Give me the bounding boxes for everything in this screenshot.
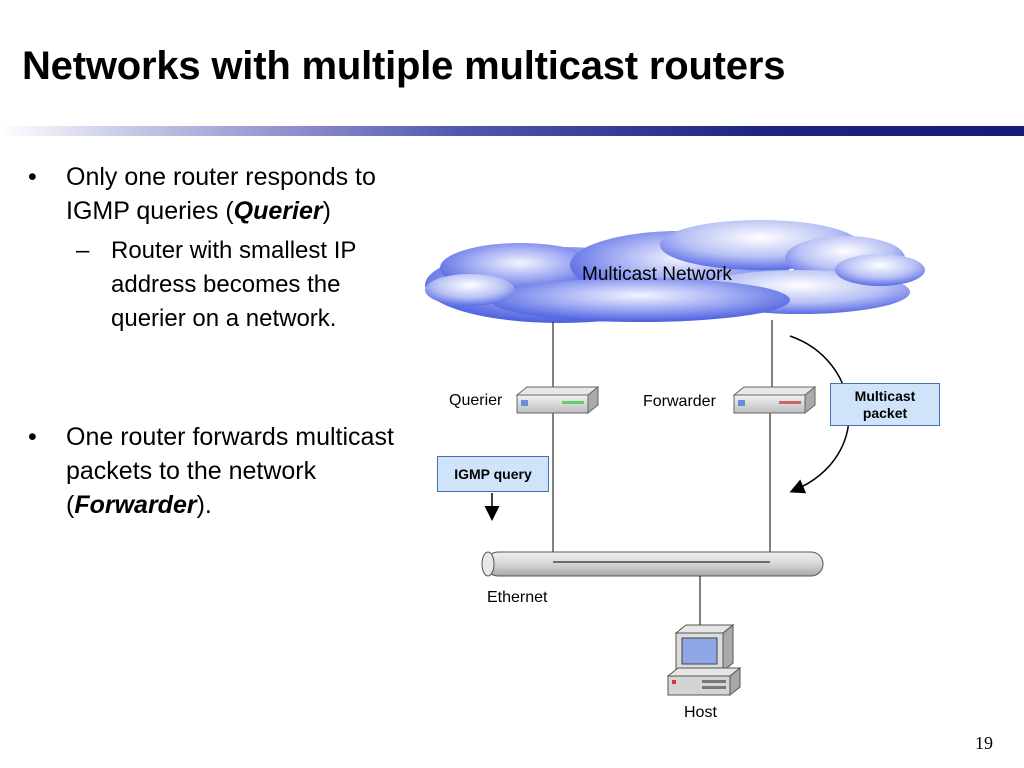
cloud-label: Multicast Network [582,264,732,285]
multicast-packet-line1: Multicast [854,387,916,404]
sub-bullet-text: Router with smallest IP address becomes … [111,237,356,332]
ethernet-label: Ethernet [487,589,548,606]
forwarder-term: Forwarder [74,491,197,519]
host-computer-icon [666,623,742,697]
bullet-querier-text: Only one router responds to IGMP queries… [66,163,376,225]
bullet-dot: • [28,423,37,451]
querier-router-icon [515,385,600,415]
forwarder-label: Forwarder [643,393,716,410]
ethernet-bus [481,551,824,577]
querier-term: Querier [233,197,323,225]
forwarder-router-icon [732,385,817,415]
multicast-packet-box: Multicast packet [830,383,940,426]
title-divider [0,126,1024,136]
bullet-forwarder-text: One router forwards multicast packets to… [66,423,394,519]
igmp-query-box: IGMP query [437,456,549,492]
bullet-querier-suffix: ) [322,197,331,225]
host-label: Host [684,704,717,721]
bullet-forwarder-suffix: ). [196,491,212,519]
multicast-packet-line2: packet [862,404,908,421]
page-number: 19 [975,733,993,753]
bullet-dot: • [28,163,37,191]
slide-title: Networks with multiple multicast routers [22,44,786,88]
querier-label: Querier [449,392,503,409]
multicast-network-cloud [425,220,925,323]
bullet-dash: – [76,237,90,264]
